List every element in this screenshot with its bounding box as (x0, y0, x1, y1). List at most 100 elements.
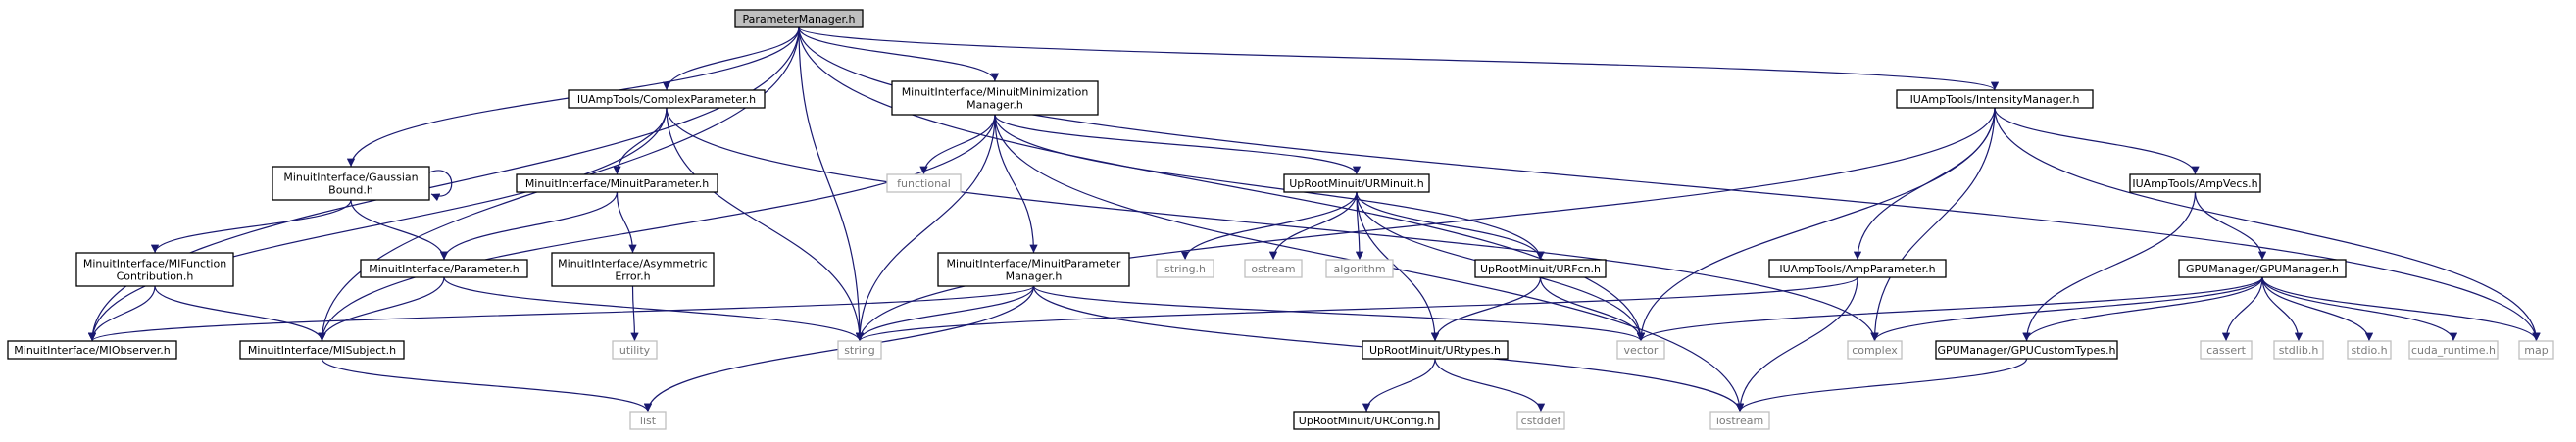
node-urtypes[interactable]: UpRootMinuit/URtypes.h (1362, 340, 1509, 360)
node-box-iostream (1709, 411, 1770, 430)
edge-parameter-to-misubject (318, 276, 445, 342)
node-label-ampparam-line-0: IUAmpTools/AmpParameter.h (1779, 263, 1935, 275)
edge-gpumgr-to-stdlib (2261, 276, 2304, 342)
edge-minparam-to-parameter (439, 191, 619, 261)
node-box-intmgr (1896, 89, 2094, 109)
node-box-functional (886, 173, 962, 193)
node-box-asymerr (551, 252, 715, 287)
node-stdio: stdio.h (2347, 340, 2392, 360)
edge-root-to-string (798, 26, 865, 342)
node-ampparam[interactable]: IUAmpTools/AmpParameter.h (1768, 259, 1947, 278)
node-label-complex-line-0: complex (1852, 344, 1898, 357)
node-gputypes[interactable]: GPUManager/GPUCustomTypes.h (1935, 340, 2118, 360)
node-label-minparam-line-0: MinuitInterface/MinuitParameter.h (525, 177, 709, 190)
node-label-gputypes-line-0: GPUManager/GPUCustomTypes.h (1938, 344, 2116, 357)
edge-intmgr-to-ampvecs (1994, 107, 2200, 175)
node-label-gpumgr-line-0: GPUManager/GPUManager.h (2186, 263, 2339, 275)
node-box-gaussian (272, 166, 430, 201)
edge-ampvecs-to-gputypes (2022, 191, 2197, 342)
node-intmgr[interactable]: IUAmpTools/IntensityManager.h (1896, 89, 2094, 109)
node-label-asymerr-line-1: Error.h (615, 270, 650, 283)
node-box-cstddef (1516, 411, 1565, 430)
node-label-gaussian-line-0: MinuitInterface/Gaussian (283, 172, 418, 184)
node-urconfig[interactable]: UpRootMinuit/URConfig.h (1293, 411, 1440, 430)
node-stdlib: stdlib.h (2273, 340, 2324, 360)
edge-urtypes-to-cstddef (1434, 358, 1546, 413)
node-box-root (734, 9, 864, 28)
edge-minmgr-to-urfcn (994, 114, 1545, 261)
node-complexparam[interactable]: IUAmpTools/ComplexParameter.h (568, 89, 766, 109)
node-algorithm: algorithm (1325, 259, 1394, 278)
edge-minmgr-to-mpmgr (994, 114, 1038, 254)
node-box-complexparam (568, 89, 766, 109)
node-label-urconfig-line-0: UpRootMinuit/URConfig.h (1299, 415, 1434, 427)
node-box-mifunc (75, 252, 234, 287)
edge-mpmgr-to-string (855, 285, 1035, 342)
node-label-algorithm-line-0: algorithm (1333, 263, 1385, 275)
edge-urminuit-to-ostream (1268, 191, 1358, 261)
node-minmgr[interactable]: MinuitInterface/MinuitMinimizationManage… (891, 80, 1099, 116)
node-box-string (837, 340, 882, 360)
node-label-mpmgr-line-0: MinuitInterface/MinuitParameter (947, 258, 1121, 270)
node-miobserver[interactable]: MinuitInterface/MIObserver.h (7, 340, 177, 360)
node-label-misubject-line-0: MinuitInterface/MISubject.h (248, 344, 396, 357)
node-label-ampvecs-line-0: IUAmpTools/AmpVecs.h (2132, 177, 2257, 190)
node-vector: vector (1616, 340, 1665, 360)
edge-urminuit-to-stringh (1180, 191, 1358, 261)
node-label-utility-line-0: utility (619, 344, 651, 357)
edge-urtypes-to-urconfig (1362, 358, 1436, 413)
node-box-cudart (2408, 340, 2499, 360)
edge-root-to-minmgr (798, 26, 1000, 82)
node-label-vector-line-0: vector (1624, 344, 1659, 357)
node-root[interactable]: ParameterManager.h (734, 9, 864, 28)
node-label-mpmgr-line-1: Manager.h (1006, 270, 1063, 283)
edge-gaussian-to-gaussian (428, 170, 453, 202)
edge-minmgr-to-string (855, 114, 996, 342)
edge-urfcn-to-urtypes (1430, 276, 1542, 342)
node-label-gaussian-line-1: Bound.h (328, 184, 373, 197)
node-label-parameter-line-0: MinuitInterface/Parameter.h (369, 263, 520, 275)
node-label-list-line-0: list (640, 415, 657, 427)
node-box-minparam (516, 173, 718, 193)
node-label-miobserver-line-0: MinuitInterface/MIObserver.h (14, 344, 170, 357)
node-box-utility (612, 340, 658, 360)
node-box-parameter (360, 259, 528, 278)
edge-gpumgr-to-map (2261, 276, 2541, 342)
node-box-stringh (1156, 259, 1214, 278)
edge-gpumgr-to-cassert (2221, 276, 2263, 342)
edge-gputypes-to-iostream (1735, 358, 2028, 413)
node-box-minmgr (891, 80, 1099, 116)
node-label-cassert-line-0: cassert (2206, 344, 2247, 357)
node-box-complex (1847, 340, 1903, 360)
node-box-list (629, 411, 667, 430)
node-misubject[interactable]: MinuitInterface/MISubject.h (239, 340, 405, 360)
node-urminuit[interactable]: UpRootMinuit/URMinuit.h (1283, 173, 1430, 193)
edge-intmgr-to-vector (1636, 107, 1996, 342)
edge-root-to-vector (798, 26, 1646, 342)
node-cstddef: cstddef (1516, 411, 1565, 430)
edge-minparam-to-asymerr (616, 191, 637, 254)
node-box-urtypes (1362, 340, 1509, 360)
node-gpumgr[interactable]: GPUManager/GPUManager.h (2178, 259, 2347, 278)
node-iostream: iostream (1709, 411, 1770, 430)
edge-root-to-complexparam (662, 26, 800, 91)
edge-minmgr-to-misubject (318, 114, 996, 342)
edge-gaussian-to-mifunc (150, 199, 352, 254)
node-complex: complex (1847, 340, 1903, 360)
node-ampvecs[interactable]: IUAmpTools/AmpVecs.h (2129, 173, 2261, 193)
edge-intmgr-to-complex (1870, 107, 1996, 342)
edge-root-to-intmgr (798, 26, 1999, 91)
node-parameter[interactable]: MinuitInterface/Parameter.h (360, 259, 528, 278)
node-minparam[interactable]: MinuitInterface/MinuitParameter.h (516, 173, 718, 193)
node-box-mpmgr (937, 252, 1130, 287)
edge-gpumgr-to-stdio (2261, 276, 2374, 342)
node-label-urfcn-line-0: UpRootMinuit/URFcn.h (1480, 263, 1601, 275)
node-box-algorithm (1325, 259, 1394, 278)
node-urfcn[interactable]: UpRootMinuit/URFcn.h (1474, 259, 1607, 278)
node-box-urminuit (1283, 173, 1430, 193)
node-label-root-line-0: ParameterManager.h (743, 13, 856, 25)
